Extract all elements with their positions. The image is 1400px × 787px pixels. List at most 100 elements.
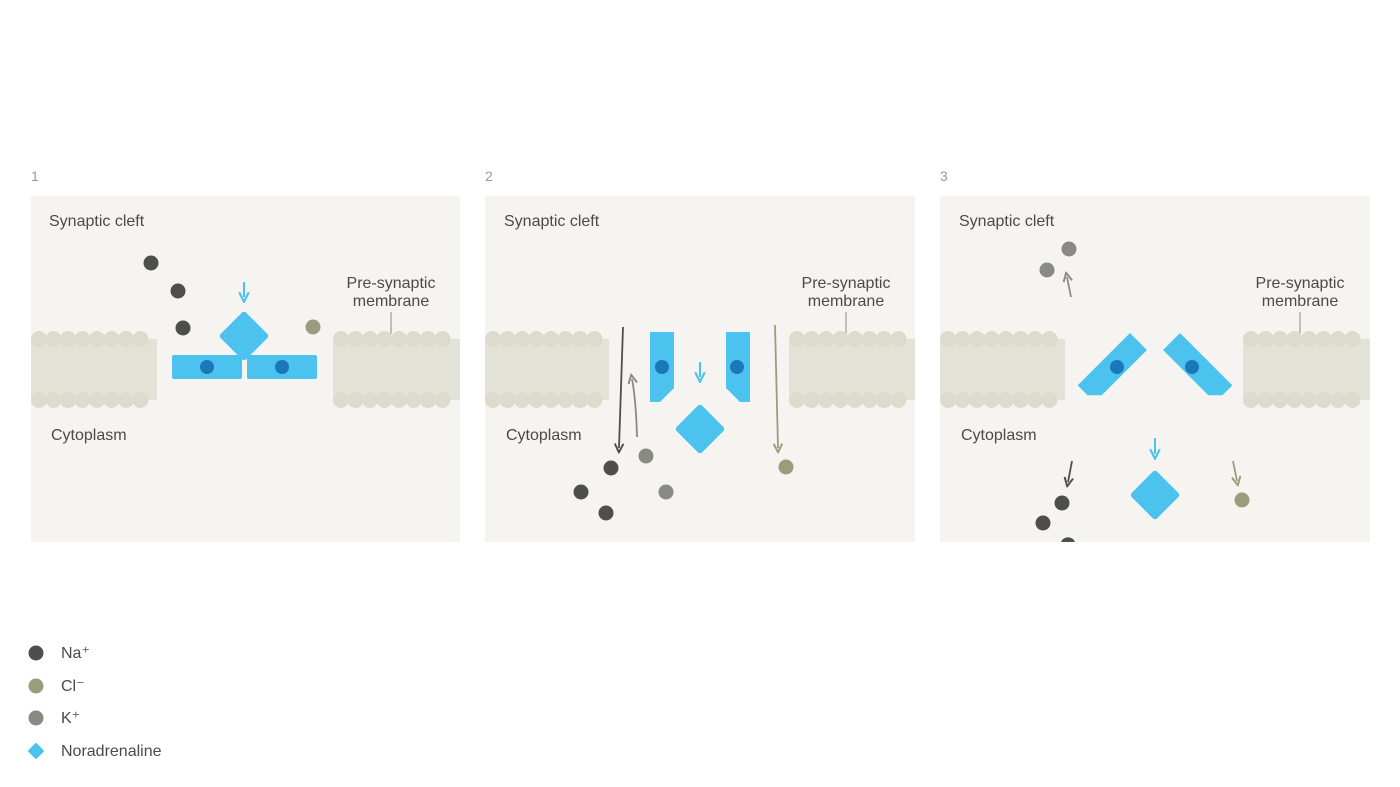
lipid-head [362, 392, 378, 408]
lipid-head [45, 392, 62, 408]
cl-ion [1234, 492, 1250, 508]
lipid-head [376, 331, 393, 347]
na-ion [1061, 537, 1075, 542]
lipid-head [74, 392, 91, 408]
lipid-head [420, 392, 436, 408]
lipid-head [1315, 392, 1332, 408]
na-ion [598, 505, 614, 521]
lipid-head [983, 392, 1000, 408]
lipid-head [420, 331, 436, 347]
lipid-head [586, 392, 603, 408]
na-ion [143, 255, 159, 271]
na-inflow-arrow [619, 326, 623, 448]
lipid-head [557, 392, 574, 408]
lipid-head [528, 331, 545, 347]
k-outflow-arrow [632, 379, 638, 438]
lipid-head [1027, 392, 1043, 408]
lipid-head [1301, 331, 1317, 347]
lipid-head [405, 392, 422, 408]
lipid-head [333, 392, 349, 408]
lipid-head [391, 331, 407, 347]
lipid-head [847, 331, 863, 347]
lipid-head [954, 331, 971, 347]
noradrenaline-icon [28, 743, 44, 759]
lipid-head [499, 331, 516, 347]
legend-item-cl: Cl⁻ [28, 678, 85, 695]
lipid-head [789, 331, 805, 347]
na-ion [170, 283, 186, 299]
lipid-head [832, 392, 849, 408]
lipid-tail-band [789, 339, 915, 400]
na-ion-icon [28, 645, 44, 661]
panel-number: 2 [485, 168, 493, 184]
cl-ion-icon [28, 678, 44, 694]
lipid-head [31, 392, 47, 408]
k-ion [658, 484, 674, 500]
lipid-head [485, 392, 501, 408]
k-ion [638, 448, 654, 464]
na-ion [603, 460, 619, 476]
membrane-segment-left [940, 331, 1065, 408]
na-ion [573, 484, 589, 500]
lipid-head [132, 331, 149, 347]
transporter-core [200, 360, 214, 374]
lipid-head [362, 331, 378, 347]
membrane-label-line1: Pre-synaptic [1256, 275, 1345, 292]
lipid-head [1301, 392, 1317, 408]
lipid-head [861, 392, 878, 408]
lipid-head [861, 331, 878, 347]
synaptic-cleft-label: Synaptic cleft [49, 213, 145, 230]
transporter [1077, 333, 1233, 396]
lipid-head [789, 392, 805, 408]
transporter-core [655, 360, 669, 374]
lipid-head [434, 392, 451, 408]
lipid-head [347, 331, 364, 347]
lipid-head [347, 392, 364, 408]
synaptic-cleft-label: Synaptic cleft [959, 213, 1055, 230]
lipid-head [543, 331, 559, 347]
membrane-label-line1: Pre-synaptic [802, 275, 891, 292]
lipid-head [333, 331, 349, 347]
lipid-head [969, 331, 985, 347]
membrane-label-line1: Pre-synaptic [347, 275, 436, 292]
lipid-head [118, 392, 134, 408]
lipid-head [103, 331, 120, 347]
lipid-head [832, 331, 849, 347]
legend-label: K⁺ [61, 710, 80, 727]
legend-label: Cl⁻ [61, 678, 85, 695]
lipid-head [940, 392, 956, 408]
lipid-head [74, 331, 91, 347]
lipid-head [572, 392, 588, 408]
lipid-head [1330, 392, 1346, 408]
lipid-head [803, 392, 820, 408]
legend: Na⁺ Cl⁻ K⁺ Noradrenaline [28, 645, 162, 760]
lipid-head [1330, 331, 1346, 347]
k-ion [1039, 262, 1055, 278]
transporter-core [1185, 360, 1199, 374]
lipid-head [132, 392, 149, 408]
lipid-tail-band [333, 339, 460, 400]
panel-2: 2 Synaptic cleft Pre-synaptic membrane C… [485, 168, 915, 542]
lipid-head [890, 331, 907, 347]
cl-inflow-arrow [1233, 460, 1237, 481]
lipid-head [499, 392, 516, 408]
lipid-head [1027, 331, 1043, 347]
legend-label: Na⁺ [61, 645, 90, 662]
lipid-head [586, 331, 603, 347]
na-inflow-arrow [1068, 460, 1072, 482]
lipid-head [1041, 392, 1058, 408]
lipid-head [998, 331, 1014, 347]
cl-ion [778, 459, 794, 475]
cl-ion [305, 319, 321, 335]
noradrenaline-molecule [1130, 470, 1180, 520]
lipid-head [485, 331, 501, 347]
membrane-segment-left [485, 331, 609, 408]
lipid-head [890, 392, 907, 408]
panel-number: 3 [940, 168, 948, 184]
lipid-head [1257, 331, 1274, 347]
transporter-core [275, 360, 289, 374]
membrane-label-line2: membrane [1262, 293, 1339, 310]
transporter [172, 355, 317, 379]
lipid-head [969, 392, 985, 408]
lipid-head [434, 331, 451, 347]
